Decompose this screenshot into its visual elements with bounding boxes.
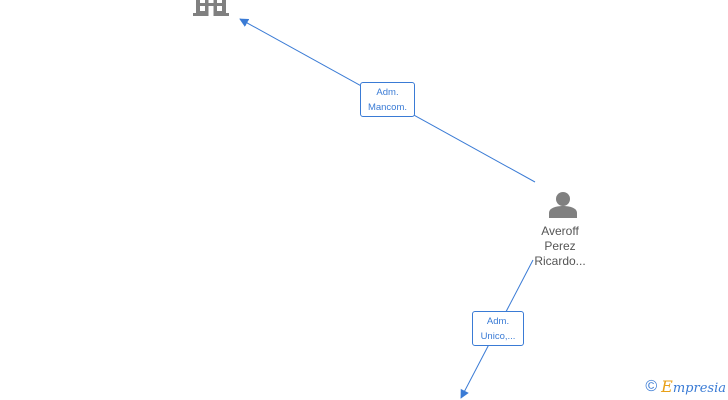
person-name-line: Perez [544, 239, 576, 253]
brand-logo: Empresia [661, 377, 726, 396]
edge-label-line: Adm. [486, 316, 510, 327]
edge-label-unico[interactable]: Adm. Unico,... [472, 311, 524, 346]
person-icon[interactable] [549, 192, 577, 218]
edge-label-mancom[interactable]: Adm. Mancom. [360, 82, 415, 117]
building-icon[interactable] [193, 0, 229, 16]
person-name-line: Ricardo... [534, 254, 586, 268]
person-name-line: Averoff [541, 224, 579, 238]
edge-label-line: Unico,... [480, 331, 516, 342]
brand-watermark: © Empresia [645, 377, 726, 396]
edge-label-line: Adm. [376, 87, 399, 98]
edge-label-line: Mancom. [367, 102, 408, 113]
person-node-label[interactable]: Averoff Perez Ricardo... [520, 224, 600, 269]
copyright-icon: © [645, 377, 658, 395]
brand-initial: E [661, 377, 673, 396]
brand-rest: mpresia [672, 381, 726, 396]
